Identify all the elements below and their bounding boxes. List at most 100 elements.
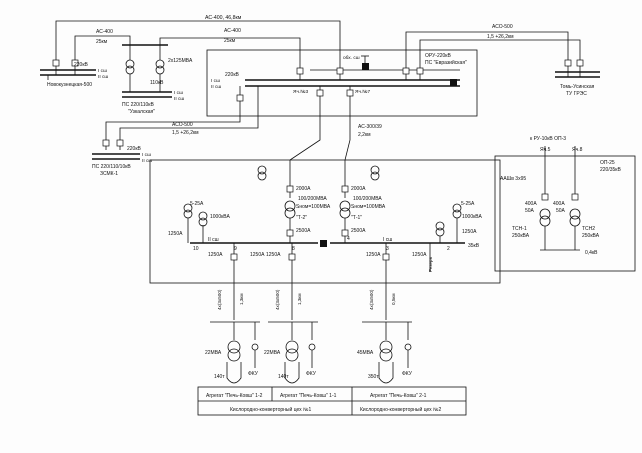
bus-right-label: I сш bbox=[383, 237, 392, 243]
arrester-icon bbox=[370, 171, 380, 181]
bottom-table: Агрегат "Печь-Ковш" 1-2 Агрегат "Печь-Ко… bbox=[197, 386, 467, 416]
right-aux-range: 5-25А bbox=[461, 201, 475, 207]
t2-power: 100/200МВА bbox=[298, 196, 327, 202]
cell-number: 2 bbox=[447, 246, 450, 252]
unit-3-tr: 45МВА bbox=[357, 350, 374, 356]
tsn-i400a: 400А bbox=[525, 201, 537, 207]
novokuz-bus1: I сш bbox=[98, 68, 107, 74]
unit-1-name: Агрегат "Печь-Ковш" 1-2 bbox=[206, 393, 263, 399]
main-substation-box bbox=[149, 159, 501, 284]
right-aux-trafo: 5-25А 1000кВА 1250А 1250А bbox=[412, 201, 482, 258]
line-ac300-2 bbox=[344, 108, 351, 161]
oru-cell3: Яч.№3 bbox=[293, 89, 308, 95]
cell-number: 9 bbox=[234, 246, 237, 252]
ukaz-bus1: I сш bbox=[174, 90, 183, 96]
cable-spec: 4х(3х500) bbox=[275, 289, 280, 310]
ukaz-voltage: 110кВ bbox=[150, 80, 164, 86]
oru-name2: ПС "Евразийская" bbox=[425, 59, 467, 66]
novokuz-bus2: II сш bbox=[98, 74, 108, 80]
arrester-icon bbox=[370, 165, 380, 175]
tsn1-power: 250кВА bbox=[512, 233, 530, 239]
line-ac300-1 bbox=[289, 108, 321, 161]
cell-number: 10 bbox=[193, 246, 199, 252]
label-ac400-left: АС-400 bbox=[96, 29, 113, 35]
left-aux-range: 5-25А bbox=[190, 201, 204, 207]
cell-number: 3 bbox=[386, 246, 389, 252]
tsn-i50b: 50А bbox=[556, 208, 566, 214]
oru-obsh: обх. сш bbox=[343, 55, 360, 61]
label-aco500-right-len: 1,5 +26,2км bbox=[487, 34, 514, 40]
bus-sectionalizer bbox=[320, 240, 327, 247]
substation-oru: 220кВ I сш II сш обх. сш Яч.№3 Яч.№7 ОРУ… bbox=[206, 49, 478, 117]
tom-name: Томь-Усинская bbox=[560, 84, 595, 90]
t1-label: "Т-1" bbox=[351, 215, 362, 221]
tsn2-power: 250кВА bbox=[582, 233, 600, 239]
left-aux-i1: 1250А bbox=[168, 231, 183, 237]
tsn1-name: ТСН-1 bbox=[512, 226, 527, 232]
feeder-2: 4х(3х500) 1,3км bbox=[275, 243, 302, 320]
unit-2-ka: 140т bbox=[278, 374, 289, 380]
label-ac400-mid: АС-400 bbox=[224, 28, 241, 34]
tsn-i400b: 400А bbox=[553, 201, 565, 207]
zsmk-voltage: 220кВ bbox=[127, 146, 142, 152]
label-ac400-mid-len: 25км bbox=[224, 38, 236, 44]
oru-name: ОРУ-220кВ bbox=[425, 53, 451, 59]
tsn-i50a: 50А bbox=[525, 208, 535, 214]
t1-power: 100/200МВА bbox=[353, 196, 382, 202]
line-aco500-right bbox=[405, 31, 569, 62]
novokuz-name: Новокузнецкая-500 bbox=[47, 82, 92, 88]
tsn2-name: ТСН2 bbox=[582, 226, 595, 232]
unit-3-name: Агрегат "Печь-Ковш" 2-1 bbox=[370, 393, 427, 399]
feeder-i: 1250А bbox=[366, 252, 381, 258]
line-aco500-left-2 bbox=[119, 100, 259, 150]
line-ac400-top bbox=[55, 20, 341, 62]
tom-name2: ТУ ГРЭС bbox=[566, 91, 587, 97]
t1-power2: Sном=100МВА bbox=[351, 204, 386, 210]
ukaz-trafo: 2х125МВА bbox=[168, 58, 193, 64]
line-ac400-left bbox=[74, 35, 131, 52]
reserve-label: Резерв bbox=[428, 257, 433, 272]
op25-box bbox=[494, 155, 636, 272]
zsmk-bus2: II сш bbox=[142, 158, 152, 164]
op25-name2: 220/35кВ bbox=[600, 167, 621, 173]
bus-kv-label: 35кВ bbox=[468, 243, 480, 249]
ukaz-bus2: II сш bbox=[174, 96, 184, 102]
substation-novokuz: 220кВ I сш II сш Новокузнецкая-500 bbox=[40, 52, 108, 88]
unit-2-name: Агрегат "Печь-Ковш" 1-1 bbox=[280, 393, 337, 399]
feeder-1: 4х(3х500) 1,3км bbox=[217, 243, 244, 320]
unit-3: 45МВА 350т ФКУ bbox=[357, 321, 413, 384]
t2-label: "Т-2" bbox=[296, 215, 307, 221]
ukaz-name2: "Узкалская" bbox=[128, 109, 155, 115]
zsmk-name: ПС 220/110/10кВ bbox=[92, 164, 131, 170]
unit-1-ka: 140т bbox=[214, 374, 225, 380]
left-aux-trafo: 5-25А 1000кВА 1250А 1250А bbox=[168, 201, 230, 258]
cable-len: 1,3км bbox=[239, 293, 244, 305]
zsmk-bus1: I сш bbox=[142, 152, 151, 158]
label-ac400-top: АС-400, 46,8км bbox=[205, 15, 242, 21]
t2-i-bot: 2500А bbox=[296, 228, 311, 234]
tsn-voltage: 0,4кВ bbox=[585, 250, 598, 256]
feeder-i: 1250А bbox=[250, 252, 265, 258]
unit-2: 22МВА 140т ФКУ bbox=[264, 321, 318, 384]
substation-ukaz: 2х125МВА 110кВ I сш II сш ПС 220/110кВ "… bbox=[122, 44, 193, 115]
arrester-icon bbox=[257, 171, 267, 181]
unit-1: 22МВА 140т ФКУ bbox=[205, 321, 260, 384]
label-ac300: АС-300/39 bbox=[358, 124, 382, 130]
transformer-t1: 2000А 100/200МВА Sном=100МВА "Т-1" 2500А bbox=[339, 160, 386, 243]
op25-name: ОП-25 bbox=[600, 160, 615, 166]
cell-number: 4 bbox=[347, 236, 350, 242]
line-aco500-right-2 bbox=[419, 39, 581, 62]
substation-tom: Томь-Усинская ТУ ГРЭС bbox=[555, 52, 600, 97]
zsmk-name2: ЗСМК-1 bbox=[100, 171, 118, 177]
left-aux-tr: 1000кВА bbox=[210, 214, 230, 220]
shop-ckc2: Кислородно-конверторный цех №2 bbox=[360, 406, 441, 413]
unit-1-fku: ФКУ bbox=[248, 371, 259, 377]
label-aco500-left: АСО-500 bbox=[172, 122, 193, 128]
novokuz-voltage: 220кВ bbox=[74, 62, 89, 68]
label-aco500-right: АСО-500 bbox=[492, 24, 513, 30]
right-aux-i1: 1250А bbox=[462, 229, 477, 235]
ukaz-name: ПС 220/110кВ bbox=[122, 102, 154, 108]
cable-spec: 4х(3х500) bbox=[369, 289, 374, 310]
